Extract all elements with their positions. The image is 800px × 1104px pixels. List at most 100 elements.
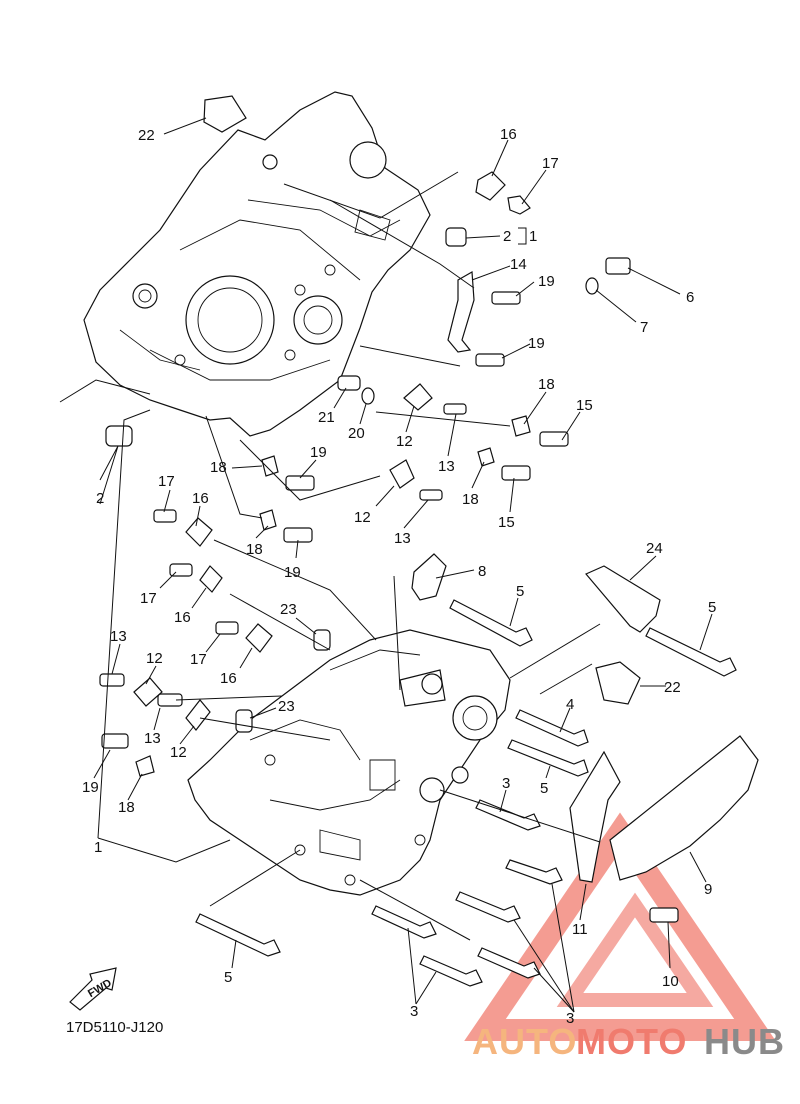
dowel-23-a — [313, 629, 331, 651]
bolt-5-d — [195, 913, 281, 957]
callout-20: 20 — [348, 425, 365, 442]
callout-23-b: 23 — [278, 698, 295, 715]
crankcase-left-half — [83, 91, 431, 437]
bracket-12-d — [185, 699, 211, 731]
bolt-19-b — [475, 353, 505, 367]
callout-14: 14 — [510, 256, 527, 273]
bracket-12-b — [389, 459, 415, 489]
clip-18-e — [135, 755, 155, 777]
washer-7 — [585, 277, 599, 295]
callout-4: 4 — [566, 696, 574, 713]
callout-16-upper: 16 — [500, 126, 517, 143]
callout-24: 24 — [646, 540, 663, 557]
guide-11 — [569, 750, 621, 883]
bushing-22-lower — [595, 661, 641, 705]
guide-24 — [585, 565, 661, 633]
watermark-moto: MOTO — [576, 1021, 687, 1062]
bracket-8 — [411, 553, 447, 601]
callout-19-c: 19 — [310, 444, 327, 461]
callout-18-c: 18 — [462, 491, 479, 508]
clip-18-c — [261, 455, 279, 477]
callout-18-a: 18 — [538, 376, 555, 393]
bolt-15-a — [539, 431, 569, 447]
right-side-parts — [411, 553, 759, 923]
bolt-3-c — [455, 891, 521, 923]
callout-18-b: 18 — [210, 459, 227, 476]
watermark-auto: AUTO — [472, 1021, 577, 1062]
watermark-triangle-outer — [464, 812, 776, 1041]
callout-22-lower: 22 — [664, 679, 681, 696]
bolt-5-b — [645, 627, 737, 677]
bolt-10 — [649, 907, 679, 923]
dowel-21 — [337, 375, 361, 391]
callout-11: 11 — [572, 921, 588, 938]
callout-6: 6 — [686, 289, 694, 306]
callout-19-e: 19 — [82, 779, 99, 796]
callout-2-left: 2 — [96, 490, 104, 507]
bracket-12-c — [133, 677, 163, 707]
callout-2-upper: 2 — [503, 228, 511, 245]
bolt-17-upper — [507, 195, 531, 215]
chain-guard-9 — [609, 735, 759, 881]
callout-18-e: 18 — [118, 799, 135, 816]
bracket-16-c — [199, 565, 223, 593]
callout-19-d: 19 — [284, 564, 301, 581]
o-ring-20 — [361, 387, 375, 405]
drain-plug-6 — [605, 257, 631, 275]
callout-15-b: 15 — [498, 514, 515, 531]
bolt-13-a — [443, 403, 467, 415]
left-small-parts — [99, 509, 331, 777]
callout-13-b: 13 — [394, 530, 411, 547]
callout-7: 7 — [640, 319, 648, 336]
callout-5-d: 5 — [224, 969, 232, 986]
callout-16-c: 16 — [174, 609, 191, 626]
callout-8: 8 — [478, 563, 486, 580]
bolt-3-b — [505, 859, 563, 885]
callout-17-c: 17 — [140, 590, 157, 607]
bolt-17-b — [153, 509, 177, 523]
watermark-triangle-inner — [556, 892, 714, 1007]
bolt-19-c — [285, 475, 315, 491]
callout-19-a: 19 — [538, 273, 555, 290]
callout-12-d: 12 — [170, 744, 187, 761]
callout-9: 9 — [704, 881, 712, 898]
callout-17-d: 17 — [190, 651, 207, 668]
bolt-19-a — [491, 291, 521, 305]
bracket-14 — [447, 271, 475, 353]
callout-5-b: 5 — [708, 599, 716, 616]
bolt-3-a — [475, 799, 541, 831]
callout-16-d: 16 — [220, 670, 237, 687]
callout-23-a: 23 — [280, 601, 297, 618]
upper-small-parts — [105, 95, 631, 501]
callout-16-b: 16 — [192, 490, 209, 507]
bracket-16-b — [185, 517, 213, 547]
callout-13-c: 13 — [110, 628, 127, 645]
bolt-4 — [515, 709, 589, 747]
bolt-13-b — [419, 489, 443, 501]
bracket-16-upper — [475, 171, 506, 201]
callout-13-a: 13 — [438, 458, 455, 475]
bracket-12-a — [403, 383, 433, 411]
callout-5-c: 5 — [540, 780, 548, 797]
dowel-23-b — [235, 709, 253, 733]
callout-12-a: 12 — [396, 433, 413, 450]
watermark-text: AUTO MOTO HUB — [472, 1021, 785, 1062]
watermark-logo — [464, 812, 776, 1041]
dowel-2-upper — [445, 227, 467, 247]
callout-1-lower: 1 — [94, 839, 102, 856]
clip-18-b — [477, 447, 495, 467]
callout-22-upper: 22 — [138, 127, 155, 144]
callout-17-b: 17 — [158, 473, 175, 490]
callout-13-d: 13 — [144, 730, 161, 747]
bolt-13-c — [99, 673, 125, 687]
bolt-5-a — [449, 599, 533, 647]
callout-labels: 22 16 17 2 1 14 19 6 7 19 18 15 21 20 12… — [82, 126, 716, 1027]
watermark-hub: HUB — [704, 1021, 785, 1062]
bolt-5-c — [507, 739, 589, 777]
clip-18-d — [259, 509, 277, 531]
callout-3-a: 3 — [502, 775, 510, 792]
callout-18-d: 18 — [246, 541, 263, 558]
callout-15-a: 15 — [576, 397, 593, 414]
